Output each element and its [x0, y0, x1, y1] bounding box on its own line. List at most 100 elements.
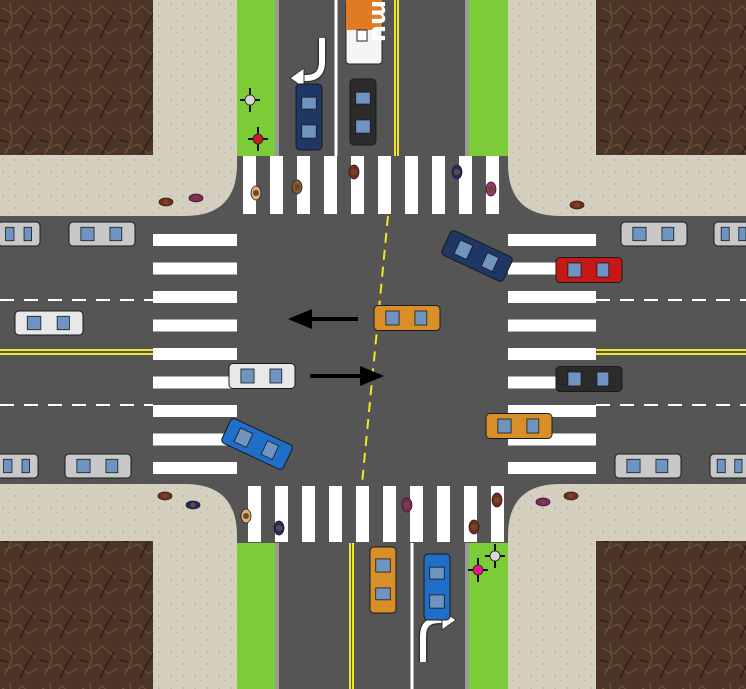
curb-line: [275, 543, 279, 689]
pedestrian-head: [294, 184, 300, 190]
bus-sign-text: mu: [366, 0, 394, 42]
grass-strip-se: [467, 543, 508, 689]
car-navy: [441, 230, 513, 282]
pedestrian-icon: [157, 491, 173, 501]
pedestrian-head: [190, 502, 196, 508]
car-white-parked: [0, 453, 39, 479]
car-window: [21, 458, 30, 474]
car-red: [555, 257, 623, 283]
car-window: [414, 310, 428, 326]
car-body: [369, 546, 397, 614]
car-body: [349, 78, 377, 146]
car-white: [228, 363, 296, 389]
crosswalk-stripe: [302, 486, 315, 542]
pedestrian-icon: [185, 500, 201, 510]
car-body: [555, 366, 623, 392]
bicycle-icon: [248, 127, 268, 151]
car-body: [373, 305, 441, 331]
car-window: [355, 91, 371, 105]
car-body: [64, 453, 132, 479]
bus-stripe: [346, 0, 382, 30]
car-white-parked: [0, 221, 41, 247]
crosswalk-stripe: [437, 486, 450, 542]
pedestrian-head: [351, 169, 357, 175]
crosswalk-stripe: [405, 156, 418, 214]
car-window: [429, 594, 445, 609]
car-window: [3, 458, 13, 474]
crosswalk-west: [153, 234, 237, 474]
car-body: [295, 83, 323, 151]
crosswalk-stripe: [297, 156, 310, 214]
crosswalk-stripe: [508, 348, 596, 360]
car-body: [620, 221, 688, 247]
pedestrian-head: [276, 525, 282, 531]
soil-block-se: [596, 541, 746, 689]
bus: mu: [345, 0, 394, 65]
arrow-turn-body: [300, 38, 325, 81]
pedestrian-head: [494, 497, 500, 503]
car-window: [301, 96, 317, 110]
crosswalk-stripe: [356, 486, 369, 542]
arrow-head: [288, 309, 312, 329]
car-white-parked: [68, 221, 136, 247]
grass-strip-ne: [467, 0, 508, 156]
car-window: [269, 368, 283, 384]
car-white-parked: [620, 221, 688, 247]
crosswalk-stripe: [383, 486, 396, 542]
car-window: [453, 239, 474, 260]
car-window: [661, 226, 675, 242]
car-body: [228, 363, 296, 389]
car-body: [14, 310, 84, 336]
car-window: [375, 558, 391, 573]
car-body: [485, 413, 553, 439]
car-window: [5, 226, 15, 242]
car-window: [355, 119, 371, 134]
crosswalk-stripe: [508, 234, 596, 246]
car-window: [632, 226, 647, 242]
car-window: [260, 440, 280, 461]
soil-block-ne: [596, 0, 746, 155]
pedestrian-icon: [240, 508, 252, 524]
crosswalk-stripe: [459, 156, 472, 214]
bicycle-icon: [468, 558, 488, 582]
corner-ne-road: [508, 164, 560, 216]
pedestrian-head: [243, 513, 249, 519]
crosswalk-stripe: [432, 156, 445, 214]
corner-sw-road: [185, 484, 237, 536]
car-black: [555, 366, 623, 392]
car-orange: [369, 546, 397, 614]
bicycle-rider: [489, 550, 501, 562]
car-window: [105, 458, 119, 474]
car-black: [349, 78, 377, 146]
car-window: [734, 458, 743, 474]
car-window: [720, 226, 730, 242]
car-window: [567, 262, 582, 278]
crosswalk-stripe: [153, 376, 237, 389]
car-white-parked: [709, 453, 746, 479]
car-white-parked: [614, 453, 682, 479]
pedestrian-icon: [485, 181, 497, 197]
car-window: [716, 458, 726, 474]
car-window: [375, 587, 391, 601]
car-navy: [295, 83, 323, 151]
pedestrian-head: [454, 169, 460, 175]
arrow-icon: [288, 309, 358, 329]
crosswalk-stripe: [329, 486, 342, 542]
car-body: [423, 553, 451, 621]
pedestrian-icon: [158, 197, 174, 207]
pedestrian-head: [568, 493, 574, 499]
corner-nw-road: [185, 164, 237, 216]
pedestrian-icon: [273, 520, 285, 536]
pedestrian-icon: [569, 200, 585, 210]
pedestrian-head: [471, 524, 477, 530]
crosswalk-stripe: [508, 291, 596, 303]
bicycle-rider: [472, 564, 484, 576]
pedestrian-icon: [188, 193, 204, 203]
pedestrian-icon: [348, 164, 360, 180]
car-window: [596, 262, 610, 278]
car-white-parked: [713, 221, 746, 247]
car-window: [626, 458, 641, 474]
pedestrian-head: [193, 195, 199, 201]
curb-line: [465, 0, 469, 156]
